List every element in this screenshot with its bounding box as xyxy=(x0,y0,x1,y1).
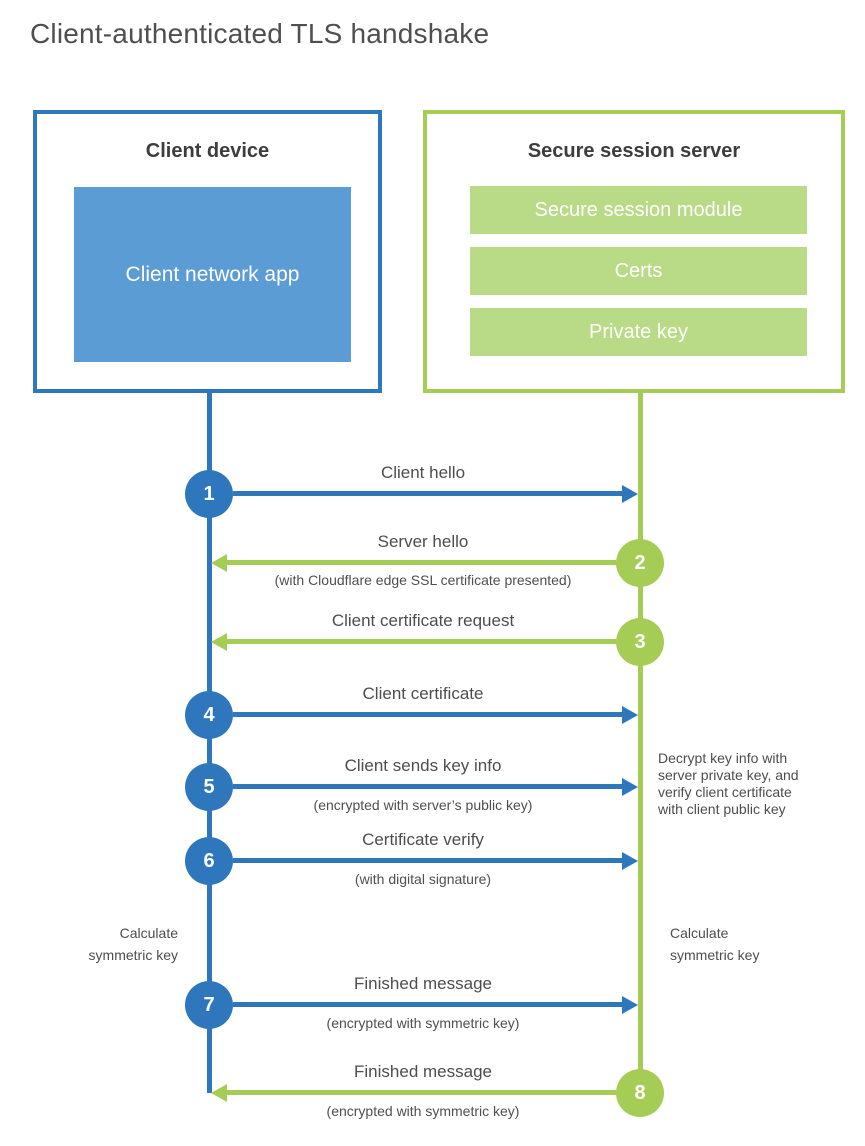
server-calculate-symmetric-key-note: Calculate symmetric key xyxy=(670,922,810,966)
step-7-sublabel: (encrypted with symmetric key) xyxy=(326,1015,520,1031)
client-device-box: Client device Client network app xyxy=(33,110,382,393)
step-8-number-badge: 8 xyxy=(616,1069,664,1117)
step-4-arrowhead-right-icon xyxy=(622,706,638,724)
step-5-number-badge: 5 xyxy=(185,763,233,811)
step-4-number-badge: 4 xyxy=(185,691,233,739)
client-network-app-label: Client network app xyxy=(125,262,300,286)
note-line: verify client certificate xyxy=(658,784,792,800)
step-1-arrowhead-right-icon xyxy=(622,485,638,503)
step-6-arrowhead-right-icon xyxy=(622,852,638,870)
step-6-number-badge: 6 xyxy=(185,837,233,885)
server-lifeline xyxy=(638,391,643,1117)
step-3-label: Client certificate request xyxy=(331,611,515,630)
client-lifeline xyxy=(207,391,212,1093)
step-8-arrowhead-left-icon xyxy=(211,1084,227,1102)
secure-session-module-bar: Secure session module xyxy=(470,186,807,234)
step-2-sublabel: (with Cloudflare edge SSL certificate pr… xyxy=(274,572,572,588)
note-line: with client public key xyxy=(658,801,786,817)
step-7-arrow-line xyxy=(233,1002,622,1007)
note-line: Calculate xyxy=(670,925,729,941)
note-line: Decrypt key info with xyxy=(658,750,788,766)
private-key-bar: Private key xyxy=(470,308,807,356)
step-6-label: Certificate verify xyxy=(362,830,484,849)
page-title: Client-authenticated TLS handshake xyxy=(30,18,490,49)
step-6-sublabel: (with digital signature) xyxy=(354,871,492,887)
step-8-label: Finished message xyxy=(354,1062,492,1081)
step-3-arrowhead-left-icon xyxy=(211,633,227,651)
step-2-arrow-line xyxy=(227,560,616,565)
step-3-arrow-line xyxy=(227,639,616,644)
server-decrypt-key-info-note: Decrypt key info with server private key… xyxy=(658,750,848,818)
step-2-label: Server hello xyxy=(377,532,469,551)
secure-session-server-box: Secure session server Secure session mod… xyxy=(423,110,845,393)
step-5-arrow-line xyxy=(233,784,622,789)
note-line: symmetric key xyxy=(88,947,178,963)
step-1-arrow-line xyxy=(233,491,622,496)
note-line: symmetric key xyxy=(670,947,760,963)
step-8-arrow-line xyxy=(227,1090,616,1095)
step-5-sublabel: (encrypted with server’s public key) xyxy=(313,797,533,813)
secure-session-server-title: Secure session server xyxy=(527,140,741,162)
step-2-arrowhead-left-icon xyxy=(211,554,227,572)
client-device-title: Client device xyxy=(145,140,270,162)
step-5-label: Client sends key info xyxy=(344,756,502,775)
step-6-arrow-line xyxy=(233,858,622,863)
step-4-label: Client certificate xyxy=(362,684,484,703)
client-calculate-symmetric-key-note: Calculate symmetric key xyxy=(28,922,178,966)
client-network-app-box: Client network app xyxy=(74,187,351,362)
step-7-label: Finished message xyxy=(354,974,492,993)
step-3-number-badge: 3 xyxy=(616,618,664,666)
step-5-arrowhead-right-icon xyxy=(622,778,638,796)
step-2-number-badge: 2 xyxy=(616,539,664,587)
step-7-number-badge: 7 xyxy=(185,981,233,1029)
note-line: Calculate xyxy=(119,925,178,941)
step-7-arrowhead-right-icon xyxy=(622,996,638,1014)
step-4-arrow-line xyxy=(233,712,622,717)
step-1-label: Client hello xyxy=(380,463,466,482)
step-8-sublabel: (encrypted with symmetric key) xyxy=(326,1103,520,1119)
step-1-number-badge: 1 xyxy=(185,470,233,518)
note-line: server private key, and xyxy=(658,767,799,783)
certs-bar: Certs xyxy=(470,247,807,295)
